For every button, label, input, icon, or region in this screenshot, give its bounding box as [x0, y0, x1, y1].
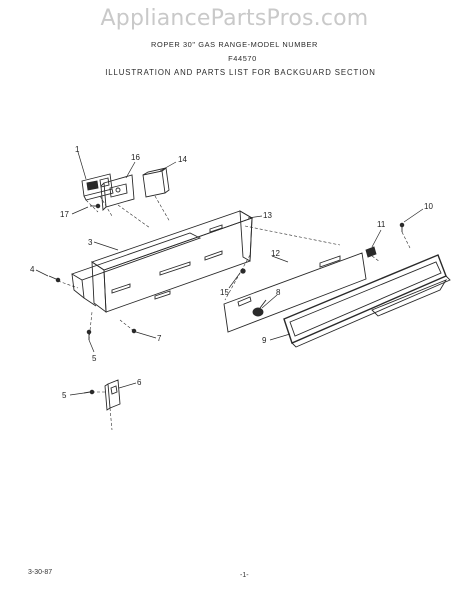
callout-8: 8: [276, 288, 281, 297]
callout-leaders: [35, 151, 424, 396]
part-3-rear-panel: [70, 232, 202, 307]
callout-3: 3: [88, 238, 93, 247]
assembly-guide-lines: [57, 195, 411, 431]
part-12-panel-insert: [223, 252, 367, 333]
part-14-module: [142, 167, 170, 198]
part-8-knob: [252, 299, 267, 317]
part-4-screw: [48, 275, 61, 283]
watermark: AppliancePartsPros.com: [100, 6, 369, 31]
callout-12: 12: [271, 249, 280, 258]
part-11-clip: [365, 246, 377, 258]
callout-14: 14: [178, 155, 187, 164]
part-17-screw: [90, 203, 101, 209]
model-number: F44570: [228, 54, 257, 63]
callout-10: 10: [424, 202, 433, 211]
callout-6: 6: [137, 378, 142, 387]
callout-11: 11: [377, 220, 386, 229]
section-title: ILLUSTRATION AND PARTS LIST FOR BACKGUAR…: [105, 68, 376, 77]
part-10-screw: [399, 222, 405, 232]
callout-4: 4: [30, 265, 35, 274]
callout-5-upper: 5: [92, 354, 97, 363]
callout-15: 15: [220, 288, 229, 297]
callout-9: 9: [262, 336, 267, 345]
part-1-switch-plate: [81, 173, 114, 201]
callout-5-lower: 5: [62, 391, 67, 400]
page-number: -1-: [240, 572, 249, 579]
part-9-glass-frame: [283, 254, 451, 348]
part-13-backguard-housing: [90, 210, 254, 313]
callout-1: 1: [75, 145, 80, 154]
callout-7: 7: [157, 334, 162, 343]
callout-16: 16: [131, 153, 140, 162]
revision-date: 3-30-87: [28, 569, 53, 576]
callout-13: 13: [263, 211, 272, 220]
part-15-screw: [240, 268, 246, 274]
part-16-bracket: [100, 174, 135, 212]
title-model: ROPER 30" GAS RANGE-MODEL NUMBER: [151, 40, 318, 49]
callout-17: 17: [60, 210, 69, 219]
part-6-bracket: [104, 379, 121, 411]
callout-labels: 1 16 14 17 13 11 10 3 12 4 15 8 7 9 5 6 …: [30, 145, 433, 400]
